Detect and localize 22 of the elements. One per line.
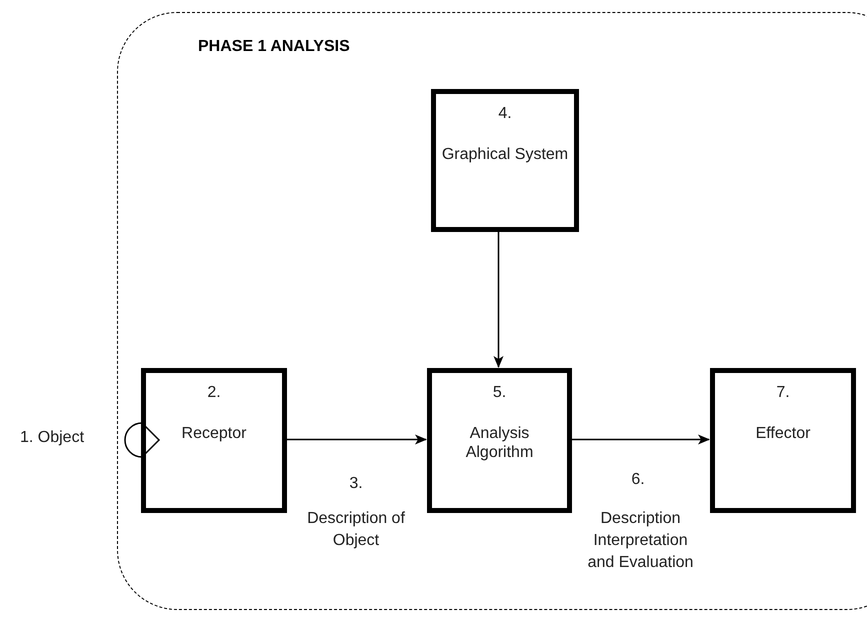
input-label: 1. Object <box>18 428 86 448</box>
arrow <box>571 434 710 444</box>
process-box <box>431 89 579 232</box>
step-name: Receptor <box>180 424 248 443</box>
step-number: 4. <box>498 104 512 123</box>
step-name: Analysis Algorithm <box>464 424 534 462</box>
group-title: PHASE 1 ANALYSIS <box>198 37 350 57</box>
step-name: Graphical System <box>440 145 570 164</box>
step-number: 5. <box>492 383 506 402</box>
flow-description: Description Interpretation and Evaluation <box>586 509 694 573</box>
edge-label: 6. <box>631 470 645 490</box>
step-number: 7. <box>776 383 790 402</box>
flow-description: Description of Object <box>306 509 406 551</box>
step-name: Effector <box>754 424 812 443</box>
arrow <box>286 434 427 444</box>
step-number: 2. <box>207 383 221 402</box>
edge-label: 3. <box>349 474 363 494</box>
dashed-group-border <box>117 12 867 610</box>
process-box <box>710 368 856 513</box>
process-box <box>427 368 572 513</box>
process-box <box>141 368 287 513</box>
arrow <box>494 231 504 368</box>
